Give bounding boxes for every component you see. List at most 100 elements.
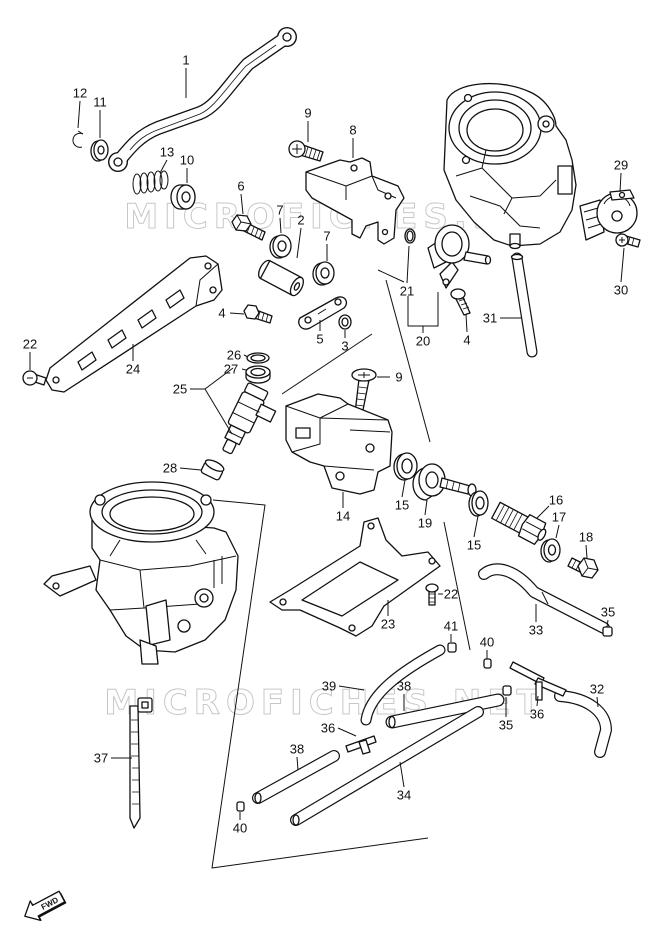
callout-label: 36 [321, 721, 335, 736]
callout-label: 8 [349, 123, 356, 138]
screw-22-right [425, 583, 439, 606]
throttle-link-rod [108, 27, 297, 172]
callout-label: 40 [233, 821, 247, 836]
washer-15-lower [468, 490, 489, 517]
callout-label: 32 [590, 682, 604, 697]
clip-12 [72, 130, 84, 148]
callout-label: 40 [480, 635, 494, 650]
fitting-41 [447, 642, 457, 653]
spacer-19 [412, 463, 446, 501]
washer-10 [170, 184, 196, 210]
bracket-23 [269, 517, 441, 637]
washer-11 [90, 139, 109, 162]
callout-label: 35 [601, 605, 615, 620]
bracket-24 [45, 255, 223, 393]
cap-28 [200, 459, 225, 481]
screw-22-left [22, 370, 47, 386]
callout-label: 17 [552, 510, 566, 525]
screw-9-upper [288, 140, 324, 162]
fuel-rail-14 [285, 393, 393, 495]
callout-label: 3 [341, 339, 348, 354]
callout-label: 31 [483, 311, 497, 326]
callout-label: 23 [381, 617, 395, 632]
callout-label: 26 [227, 348, 241, 363]
callout-label: 1 [182, 53, 189, 68]
fitting-16 [491, 501, 547, 545]
callout-label: 11 [93, 95, 107, 110]
callout-label: 36 [530, 707, 544, 722]
callout-label: 39 [322, 679, 336, 694]
hose-33 [478, 563, 610, 634]
screw-4-right [450, 288, 471, 316]
washer-15-upper [393, 452, 418, 481]
leader-lines [29, 68, 625, 820]
bolt-18 [567, 557, 599, 579]
callout-label: 14 [336, 509, 350, 524]
callout-label: 25 [173, 382, 187, 397]
cap-40-lower [236, 801, 245, 812]
hose-38-upper [385, 693, 505, 729]
callout-label: 38 [397, 679, 411, 694]
callout-label: 13 [160, 145, 174, 160]
callout-label: 5 [316, 332, 323, 347]
fuel-injector-25 [222, 382, 277, 455]
washer-17 [540, 538, 561, 563]
throttle-body-upper [443, 82, 577, 250]
t-fitting-36-right [509, 661, 567, 701]
screw-4-left [243, 304, 273, 324]
callout-label: 34 [397, 788, 411, 803]
callout-label: 33 [529, 623, 543, 638]
cap-35-upper [602, 626, 613, 637]
cable-tie-37 [129, 697, 153, 829]
callout-label: 38 [290, 742, 304, 757]
callout-label: 27 [224, 362, 238, 377]
bracket-8 [305, 157, 405, 245]
callout-label: 37 [94, 751, 108, 766]
union-bolt [439, 477, 477, 497]
callout-label: 22 [23, 337, 37, 352]
callout-label: 20 [416, 334, 430, 349]
callout-label: 16 [549, 493, 563, 508]
callout-label: 10 [180, 153, 194, 168]
callout-label: 21 [400, 284, 414, 299]
callout-label: 30 [614, 283, 628, 298]
grommet-27 [245, 365, 271, 384]
callout-label: 9 [395, 370, 402, 385]
hose-38-lower [252, 750, 340, 804]
callout-label: 9 [304, 106, 311, 121]
callout-label: 15 [467, 538, 481, 553]
fwd-arrow-icon: FWD [24, 890, 67, 921]
callout-label: 22 [444, 587, 458, 602]
t-fitting-36-left [345, 735, 377, 755]
hose-31 [510, 252, 538, 358]
screw-30 [615, 233, 641, 248]
hose-32 [554, 690, 612, 758]
hose-34 [290, 706, 484, 826]
washer-7-upper [269, 234, 292, 259]
screw-9-middle [351, 368, 377, 416]
callout-label: 41 [444, 619, 458, 634]
callout-label: 18 [579, 530, 593, 545]
plate-5 [298, 296, 348, 330]
callout-label: 35 [499, 718, 513, 733]
callout-label: 7 [323, 229, 330, 244]
callout-label: 6 [237, 179, 244, 194]
throttle-body-lower [43, 481, 239, 665]
spring-13 [132, 170, 169, 195]
throttle-sensor-29 [579, 189, 638, 241]
callout-label: 7 [276, 203, 283, 218]
pressure-regulator-20 [427, 224, 492, 289]
callout-label: 15 [395, 498, 409, 513]
o-ring-3 [338, 314, 352, 330]
callout-label: 4 [218, 306, 225, 321]
hose-39 [360, 644, 446, 726]
cap-40-upper [483, 658, 492, 669]
o-ring-26 [246, 352, 270, 364]
callout-label: 24 [126, 362, 140, 377]
assembly-lines [211, 269, 471, 869]
callout-label: 29 [614, 158, 628, 173]
o-ring-21 [404, 228, 416, 244]
bolt-6 [231, 214, 266, 241]
callout-label: 28 [163, 461, 177, 476]
